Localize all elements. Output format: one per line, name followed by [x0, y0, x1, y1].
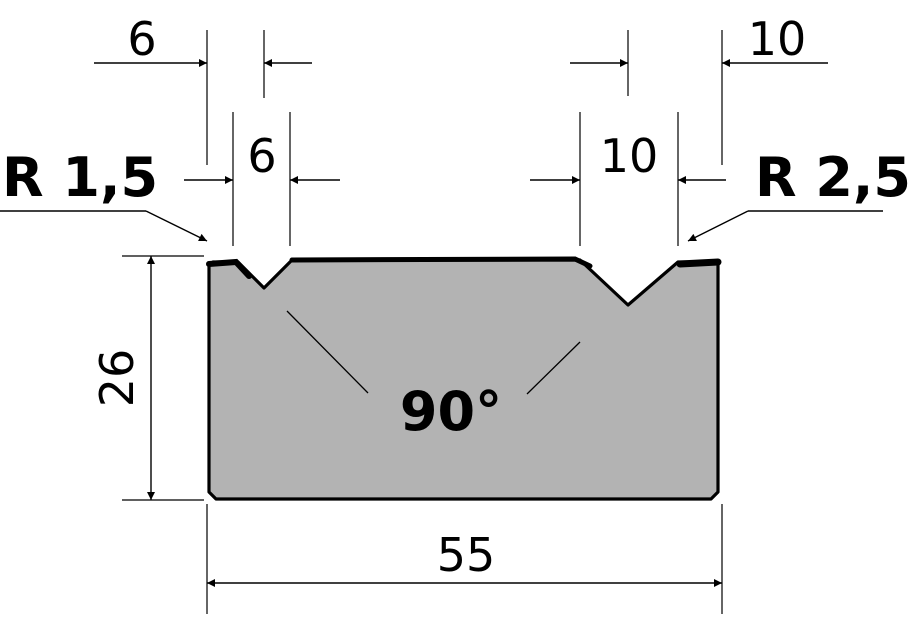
dim-right-inner: 10	[530, 112, 726, 246]
dim-right-outer-value: 10	[748, 12, 807, 66]
radius-callout-left: R 1,5	[0, 146, 208, 242]
dim-left-inner-value: 6	[247, 129, 276, 183]
dim-width: 55	[206, 504, 723, 614]
dim-height-value: 26	[90, 349, 144, 408]
radius-label-right: R 2,5	[755, 146, 911, 209]
dim-right-inner-value: 10	[600, 129, 659, 183]
dim-left-outer-value: 6	[127, 12, 156, 66]
dim-height: 26	[90, 255, 204, 501]
angle-guide-right	[526, 341, 581, 395]
left-radius-edge	[206, 258, 252, 279]
radius-label-left: R 1,5	[2, 146, 158, 209]
right-radius-edge	[676, 258, 722, 268]
dim-width-value: 55	[437, 528, 496, 582]
radius-callout-right: R 2,5	[687, 146, 911, 242]
angle-label: 90°	[400, 380, 502, 443]
dim-left-inner: 6	[184, 112, 340, 246]
dim-right-outer: 10	[570, 12, 828, 165]
dim-left-outer: 6	[94, 12, 312, 165]
angle-guide-left	[286, 310, 369, 394]
top-flat-edge	[289, 256, 593, 269]
die-body	[206, 256, 722, 501]
